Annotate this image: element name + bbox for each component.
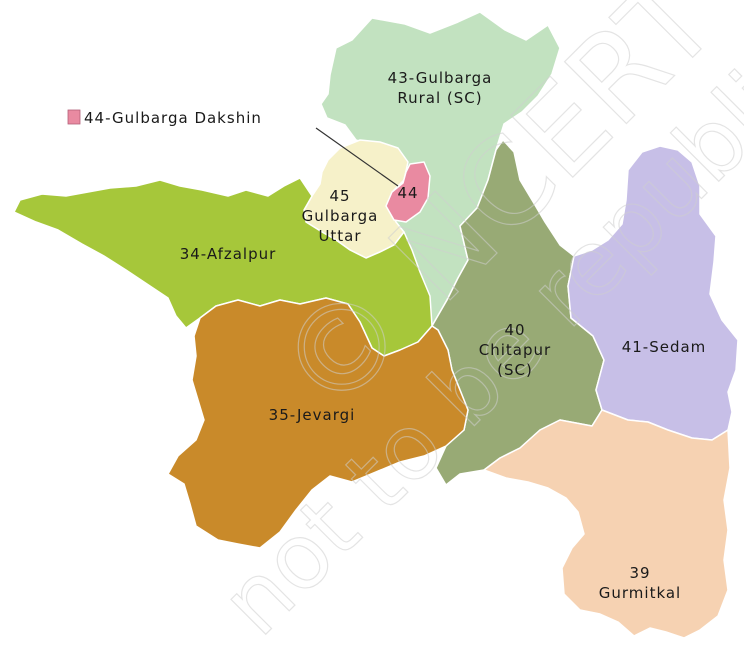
callout-label: 44-Gulbarga Dakshin (84, 109, 262, 127)
label-sedam: 41-Sedam (622, 338, 707, 356)
label-line: Rural (SC) (397, 89, 482, 107)
callout-leader-line (315, 127, 399, 187)
region-afzalpur[interactable] (13, 177, 433, 357)
label-line: Uttar (318, 227, 361, 245)
label-line: 40 (504, 321, 525, 339)
label-gulbarga-dakshin: 44 (397, 184, 418, 202)
label-line: 34-Afzalpur (180, 245, 277, 263)
label-line: 39 (629, 564, 650, 582)
label-line: Chitapur (479, 341, 551, 359)
label-afzalpur: 34-Afzalpur (180, 245, 277, 263)
label-line: 45 (329, 187, 350, 205)
label-line: 44 (397, 184, 418, 202)
label-line: 43-Gulbarga (388, 69, 493, 87)
region-gulbarga-dakshin[interactable] (385, 161, 431, 223)
label-line: 41-Sedam (622, 338, 707, 356)
label-line: 35-Jevargi (269, 406, 356, 424)
label-line: Gulbarga (302, 207, 379, 225)
label-line: (SC) (497, 361, 533, 379)
region-jevargi[interactable] (167, 297, 469, 549)
region-gurmitkal[interactable] (483, 409, 731, 639)
callout-marker (67, 109, 81, 125)
label-jevargi: 35-Jevargi (269, 406, 356, 424)
label-line: Gurmitkal (599, 584, 681, 602)
